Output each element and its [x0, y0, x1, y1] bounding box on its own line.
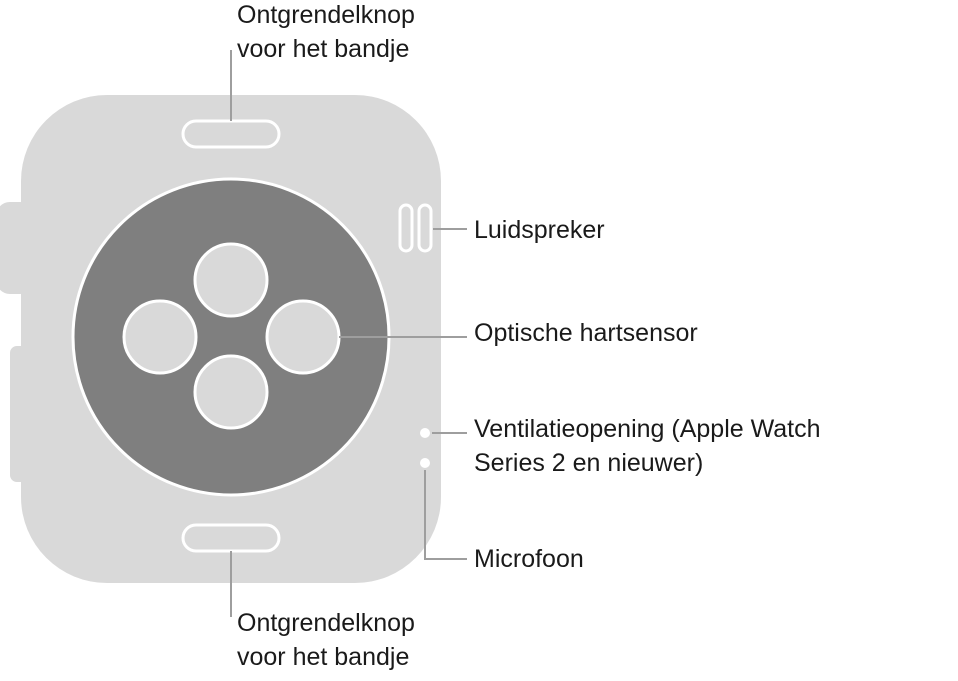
label-vent: Ventilatieopening (Apple Watch Series 2 …: [474, 412, 821, 480]
label-band-release-bottom-line1: Ontgrendelknop: [237, 609, 415, 637]
microphone-hole: [420, 458, 430, 468]
label-band-release-top-line1: Ontgrendelknop: [237, 1, 415, 29]
vent-hole: [420, 428, 430, 438]
speaker-slot-right: [417, 203, 433, 253]
label-microphone: Microfoon: [474, 542, 584, 576]
label-band-release-bottom-line2: voor het bandje: [237, 643, 410, 671]
sensor-lens-left: [122, 299, 198, 375]
label-speaker-text: Luidspreker: [474, 216, 605, 244]
label-heart-sensor: Optische hartsensor: [474, 316, 698, 350]
sensor-lens-top: [193, 242, 269, 318]
band-release-slot-bottom: [181, 523, 281, 553]
label-band-release-top-line2: voor het bandje: [237, 35, 410, 63]
label-vent-line2: Series 2 en nieuwer): [474, 449, 704, 477]
label-speaker: Luidspreker: [474, 213, 605, 247]
label-microphone-text: Microfoon: [474, 545, 584, 573]
band-release-slot-top: [181, 119, 281, 149]
label-vent-line1: Ventilatieopening (Apple Watch: [474, 415, 821, 443]
speaker-slot-left: [398, 203, 414, 253]
label-band-release-bottom: Ontgrendelknop voor het bandje: [237, 606, 415, 674]
sensor-lens-right: [265, 299, 341, 375]
label-heart-sensor-text: Optische hartsensor: [474, 319, 698, 347]
leader-line-microphone: [424, 470, 467, 560]
label-band-release-top: Ontgrendelknop voor het bandje: [237, 0, 415, 66]
sensor-lens-bottom: [193, 354, 269, 430]
